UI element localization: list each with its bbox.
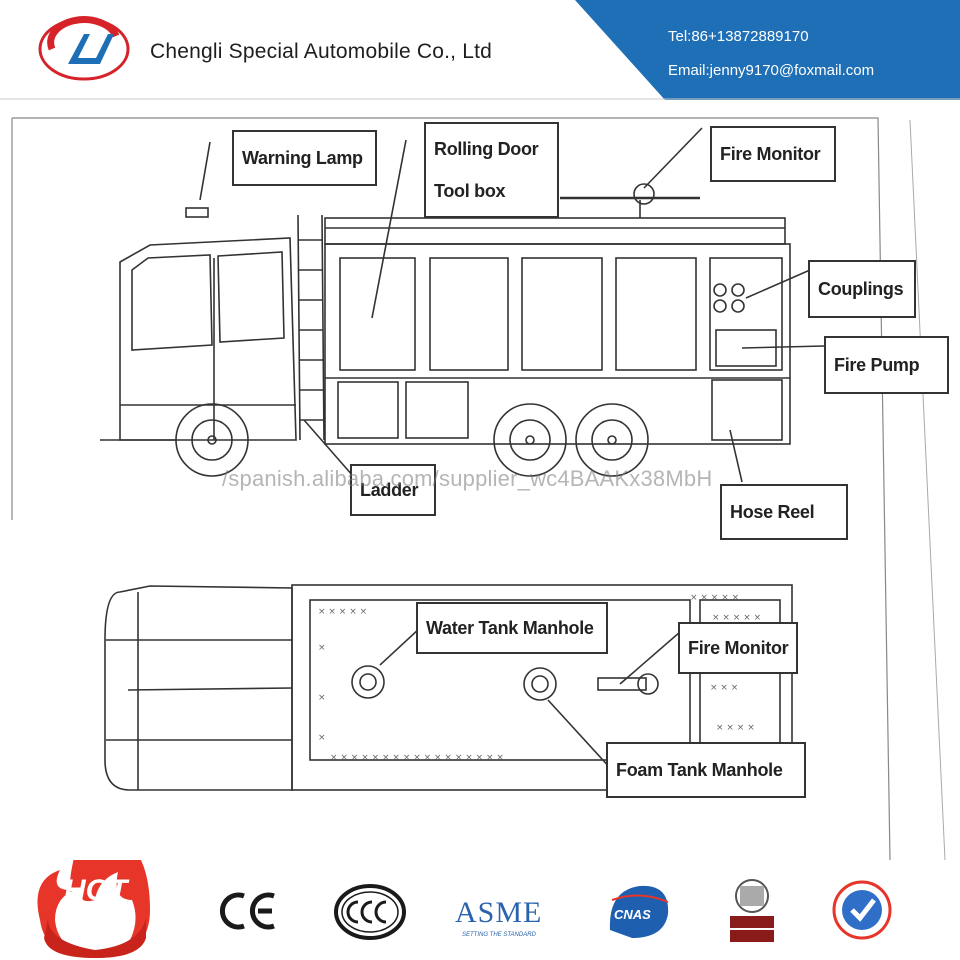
ce-mark-icon	[220, 892, 275, 930]
label-fire-pump: Fire Pump	[824, 336, 949, 394]
hot-flame-icon	[37, 860, 150, 958]
header-bar: Chengli Special Automobile Co., Ltd Tel:…	[0, 0, 960, 100]
label-foam-tank-manhole: Foam Tank Manhole	[606, 742, 806, 798]
svg-text:× × × × ×: × × × × ×	[690, 593, 739, 603]
truck-drawing: × × × × × × × × × × × × × × × × × × × × …	[11, 117, 946, 860]
svg-text:×: ×	[318, 693, 326, 703]
label-couplings: Couplings	[808, 260, 916, 318]
svg-text:× × × ×: × × × ×	[716, 723, 755, 733]
cnas-mark-icon	[609, 885, 669, 938]
cnas-logo: CNAS	[614, 907, 651, 922]
asme-tagline: SETTING THE STANDARD	[462, 932, 536, 938]
ccc-mark-icon	[334, 884, 406, 940]
side-view-body	[324, 183, 791, 445]
label-warning-lamp: Warning Lamp	[232, 130, 377, 186]
asme-logo: ASME	[455, 896, 543, 929]
svg-text:× × × × ×: × × × × ×	[712, 613, 761, 623]
label-fire-monitor-top: Fire Monitor	[678, 622, 798, 674]
company-logo-icon	[38, 16, 130, 81]
label-water-tank-manhole: Water Tank Manhole	[416, 602, 608, 654]
header-background	[0, 0, 960, 100]
label-hose-reel: Hose Reel	[720, 484, 848, 540]
svg-text:× × × × ×: × × × × ×	[318, 607, 367, 617]
label-rolling-door-toolbox: Rolling Door Tool box	[424, 122, 559, 218]
side-view-wheels	[100, 403, 649, 477]
bureau-veritas-icon	[730, 879, 774, 942]
supplier-assessment-icon	[832, 880, 892, 940]
svg-text:× × ×: × × ×	[710, 683, 738, 693]
label-ladder: Ladder	[350, 464, 436, 516]
svg-text:×: ×	[318, 643, 326, 653]
contact-tel: Tel:86+13872889170	[668, 28, 809, 45]
label-tool-box: Tool box	[434, 180, 506, 201]
svg-text:×: ×	[318, 733, 326, 743]
footer-bar: HOT ASME SETTING THE STANDARD CNAS	[0, 860, 960, 960]
hot-badge-text: HOT	[64, 874, 128, 907]
label-fire-monitor-side: Fire Monitor	[710, 126, 836, 182]
fire-truck-diagram: × × × × × × × × × × × × × × × × × × × × …	[0, 100, 960, 860]
top-view	[104, 584, 793, 791]
watermark-text: /spanish.alibaba.com/supplier_wc4BAAKx38…	[222, 466, 713, 491]
contact-email: Email:jenny9170@foxmail.com	[668, 62, 875, 79]
company-name: Chengli Special Automobile Co., Ltd	[150, 40, 493, 63]
side-view-cab	[119, 237, 297, 441]
footer-graphics	[37, 860, 892, 958]
side-view-ladder	[297, 214, 325, 441]
label-rolling-door: Rolling Door	[434, 138, 539, 159]
svg-text:× × × × × × × × × × × × × × ×: × × × × × × × × × × × × × × × × ×	[330, 753, 504, 763]
top-view-crosshatch: × × × × × × × × × × × × × × × × × × × × …	[318, 593, 761, 763]
